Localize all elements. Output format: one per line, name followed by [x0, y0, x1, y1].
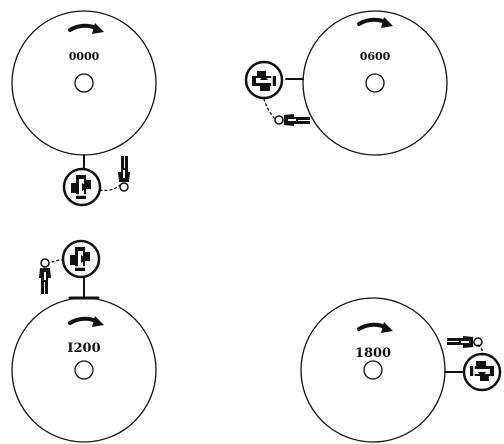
- time-label-0000: 0000: [69, 50, 100, 63]
- time-label-0600: 0600: [360, 50, 391, 63]
- observer-person-icon: [274, 113, 311, 127]
- observer-instrument-icon: [62, 167, 102, 207]
- earth-center-hub: [363, 360, 383, 380]
- line-of-sight: [51, 259, 64, 263]
- panel-0600: 0600: [244, 10, 448, 156]
- line-of-sight: [477, 344, 484, 356]
- line-of-sight: [263, 98, 277, 121]
- observer-person-icon: [38, 258, 52, 295]
- panel-1800: 1800: [300, 297, 502, 443]
- line-of-sight: [99, 184, 121, 192]
- earth-center-hub: [74, 360, 94, 380]
- time-label-1200: I200: [67, 341, 100, 356]
- observer-instrument-icon: [61, 239, 101, 279]
- observer-instrument-icon: [462, 352, 502, 392]
- panel-0000: 0000: [11, 10, 157, 207]
- observer-instrument-icon: [244, 60, 284, 100]
- earth-center-hub: [74, 73, 94, 93]
- time-label-1800: 1800: [355, 346, 391, 361]
- panel-1200: I200: [11, 239, 157, 443]
- earth-center-hub: [365, 73, 385, 93]
- observer-person-icon: [446, 335, 483, 349]
